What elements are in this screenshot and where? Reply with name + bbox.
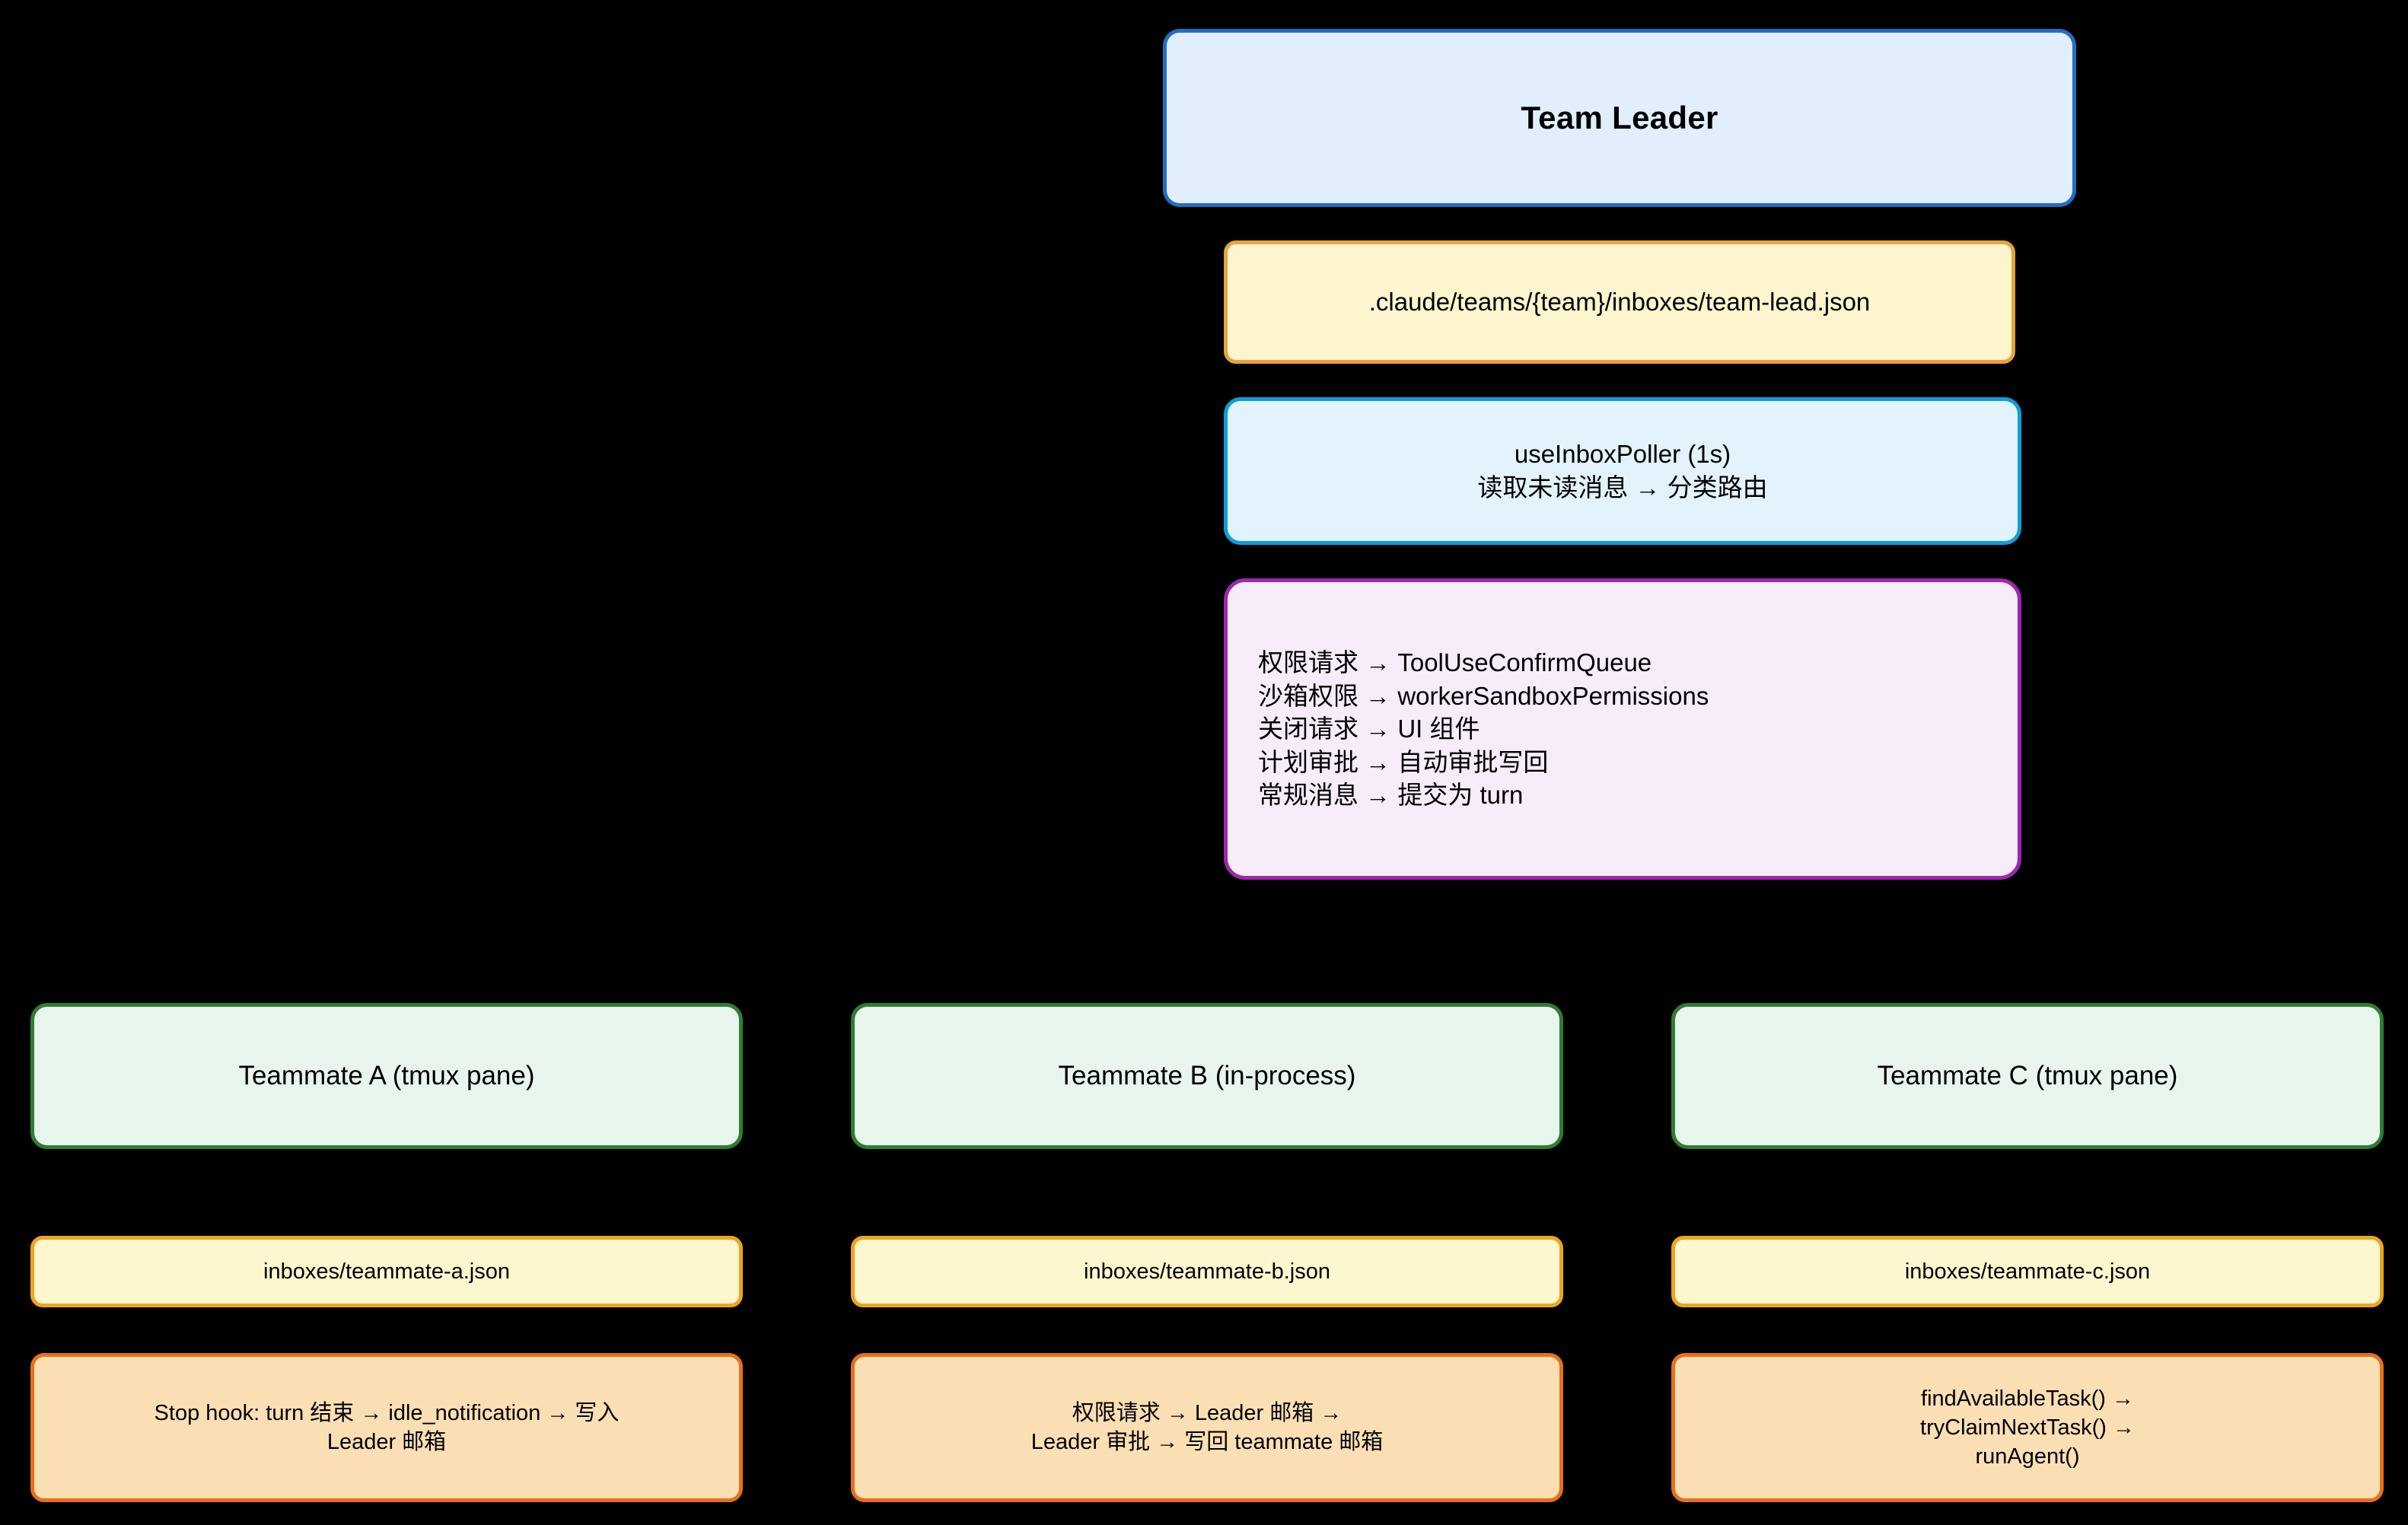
flow-line: Leader 邮箱	[326, 1430, 447, 1454]
teammate-b-inbox-label: inboxes/teammate-b.json	[1084, 1259, 1330, 1284]
teammate-b-flow-text: 权限请求 → Leader 邮箱 → Leader 审批 → 写回 teamma…	[1031, 1399, 1384, 1457]
routing-rule: 关闭请求 → UI 组件	[1258, 715, 1480, 743]
teammate-a-flow-text: Stop hook: turn 结束 → idle_notification →…	[154, 1399, 620, 1457]
node-teammate-c-inbox[interactable]: inboxes/teammate-c.json	[1671, 1236, 2384, 1307]
lead-inbox-path-label: .claude/teams/{team}/inboxes/team-lead.j…	[1368, 288, 1871, 317]
node-lead-inbox-path[interactable]: .claude/teams/{team}/inboxes/team-lead.j…	[1224, 240, 2015, 364]
teammate-c-inbox-label: inboxes/teammate-c.json	[1904, 1259, 2151, 1284]
node-teammate-c-flow[interactable]: findAvailableTask() → tryClaimNextTask()…	[1671, 1353, 2384, 1502]
flow-line: Leader 审批 → 写回 teammate 邮箱	[1030, 1430, 1384, 1454]
routing-rule: 计划审批 → 自动审批写回	[1258, 747, 1549, 776]
routing-rule: 沙箱权限 → workerSandboxPermissions	[1258, 681, 1709, 710]
poller-line-2: 读取未读消息 → 分类路由	[1477, 473, 1768, 501]
flow-line: runAgent()	[1975, 1444, 2080, 1469]
node-inbox-poller[interactable]: useInboxPoller (1s) 读取未读消息 → 分类路由	[1224, 397, 2021, 545]
teammate-c-label: Teammate C (tmux pane)	[1877, 1060, 2178, 1090]
node-teammate-c[interactable]: Teammate C (tmux pane)	[1671, 1003, 2384, 1149]
routing-rule: 常规消息 → 提交为 turn	[1258, 781, 1524, 810]
node-teammate-a-flow[interactable]: Stop hook: turn 结束 → idle_notification →…	[30, 1353, 743, 1502]
node-teammate-a[interactable]: Teammate A (tmux pane)	[30, 1003, 743, 1149]
flow-line: 权限请求 → Leader 邮箱 →	[1072, 1400, 1343, 1425]
routing-rules-list: 权限请求 → ToolUseConfirmQueue 沙箱权限 → worker…	[1258, 646, 1709, 812]
team-leader-label: Team Leader	[1521, 100, 1718, 136]
node-teammate-b-flow[interactable]: 权限请求 → Leader 邮箱 → Leader 审批 → 写回 teamma…	[851, 1353, 1563, 1502]
teammate-a-inbox-label: inboxes/teammate-a.json	[263, 1259, 510, 1284]
node-teammate-a-inbox[interactable]: inboxes/teammate-a.json	[30, 1236, 743, 1307]
inbox-poller-text: useInboxPoller (1s) 读取未读消息 → 分类路由	[1477, 438, 1767, 504]
node-team-leader[interactable]: Team Leader	[1163, 29, 2076, 207]
poller-line-1: useInboxPoller (1s)	[1514, 440, 1731, 469]
node-routing-rules[interactable]: 权限请求 → ToolUseConfirmQueue 沙箱权限 → worker…	[1224, 578, 2021, 880]
flow-line: tryClaimNextTask() →	[1920, 1415, 2135, 1440]
flow-line: Stop hook: turn 结束 → idle_notification →…	[154, 1400, 620, 1425]
flow-line: findAvailableTask() →	[1921, 1386, 2134, 1411]
routing-rule: 权限请求 → ToolUseConfirmQueue	[1258, 648, 1652, 677]
teammate-c-flow-text: findAvailableTask() → tryClaimNextTask()…	[1920, 1384, 2135, 1472]
node-teammate-b-inbox[interactable]: inboxes/teammate-b.json	[851, 1236, 1563, 1307]
teammate-a-label: Teammate A (tmux pane)	[238, 1060, 535, 1090]
teammate-b-label: Teammate B (in-process)	[1058, 1060, 1356, 1090]
node-teammate-b[interactable]: Teammate B (in-process)	[851, 1003, 1563, 1149]
